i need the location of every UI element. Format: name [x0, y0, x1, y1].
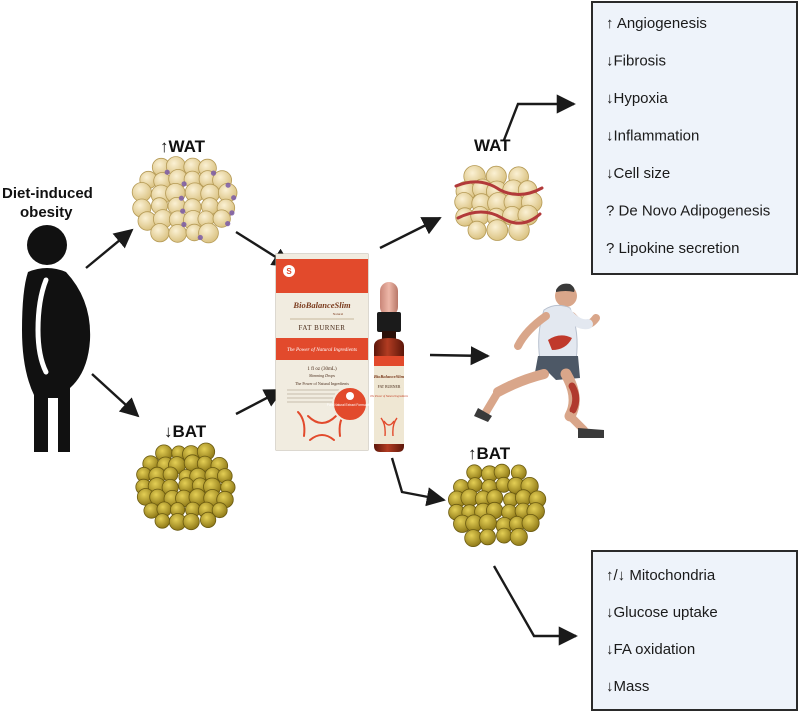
box-volume: 1 fl oz (30mL)	[307, 367, 337, 372]
person-label-line1: Diet-induced	[2, 185, 93, 202]
flow-arrows	[85, 94, 578, 646]
bottle-product-name: FAT BURNER	[378, 385, 401, 389]
arrow-bat-to-effects	[492, 565, 578, 646]
fat-burner-box: S BioBalanceSlim Natural FAT BURNER The …	[275, 253, 374, 451]
bottle-tagline: The Power of Natural Ingredients	[370, 395, 408, 398]
adipocyte-cell	[479, 528, 496, 546]
bat-effect-item: ↓FA oxidation	[606, 641, 695, 658]
arrow-person-to-bat	[91, 373, 140, 418]
wat-up-label: ↑WAT	[160, 137, 206, 156]
arrow-wat-to-effects	[502, 94, 576, 141]
arrow-product-to-runner	[429, 346, 490, 366]
runner-icon	[474, 283, 604, 438]
bat-effect-item: ↓Mass	[606, 678, 649, 695]
bat-up-label: ↑BAT	[468, 444, 511, 463]
box-brand: BioBalanceSlim	[292, 300, 351, 310]
person-label-line2: obesity	[20, 204, 73, 221]
dropper-bottle: BioBalanceSlim FAT BURNER The Power of N…	[370, 282, 408, 452]
bottle-brand: BioBalanceSlim	[373, 374, 405, 379]
svg-text:S: S	[286, 267, 292, 276]
dropper-bulb	[380, 282, 398, 316]
bat-down-label: ↓BAT	[164, 422, 207, 441]
adipocyte-cell	[211, 502, 228, 519]
immune-cell-dot	[225, 221, 231, 227]
wat-effect-item: ? De Novo Adipogenesis	[606, 203, 770, 220]
adipocyte-cell	[509, 527, 528, 546]
adipocyte-cell	[182, 513, 200, 531]
wat-effects-box: ↑ Angiogenesis ↓Fibrosis ↓Hypoxia ↓Inflamma…	[591, 1, 798, 275]
obese-person-icon	[22, 225, 91, 452]
dropper-cap	[377, 312, 401, 332]
adipocyte-cell	[496, 527, 512, 544]
blood-vessel	[454, 180, 544, 196]
immune-cell-dot	[197, 234, 203, 241]
arrow-person-to-wat	[85, 228, 134, 269]
immune-cell-dot	[210, 170, 217, 176]
wat-label: WAT	[474, 136, 511, 155]
arrow-bat-to-product	[235, 388, 284, 416]
wat-effect-item: ↓Cell size	[606, 165, 670, 182]
box-tagline-band	[276, 338, 368, 360]
white-adipose-cluster-obese	[131, 156, 238, 244]
immune-cell-dot	[180, 208, 186, 214]
box-badge	[332, 386, 368, 422]
brown-adipose-cluster-treated	[447, 463, 547, 547]
adipocyte-cell	[150, 223, 170, 243]
adipocyte-cell	[467, 220, 487, 240]
immune-cell-dot	[181, 221, 187, 228]
immune-cell-dot	[181, 181, 187, 187]
wat-effect-item: ? Lipokine secretion	[606, 240, 739, 257]
white-adipose-cluster-treated	[454, 165, 544, 241]
wat-effect-item: ↓Hypoxia	[606, 90, 668, 107]
arrow-product-to-wat	[379, 216, 442, 250]
immune-cell-dot	[225, 182, 231, 188]
adipocyte-cell	[486, 219, 509, 241]
box-logo-icon	[283, 265, 295, 277]
box-volume-sub: Slimming Drops	[309, 373, 335, 378]
arrow-product-to-bat	[390, 457, 446, 507]
bottle-body-icon	[380, 417, 398, 437]
box-product-name: FAT BURNER	[299, 324, 346, 332]
box-power-line: The Power of Natural Ingredients	[295, 381, 349, 386]
wat-effect-item: ↓Inflammation	[606, 128, 699, 145]
adipocyte-cell	[198, 222, 219, 244]
blood-vessel	[456, 210, 542, 225]
adipocyte-cell	[521, 514, 540, 533]
immune-cell-dot	[178, 195, 184, 201]
wat-effect-item: ↓Fibrosis	[606, 53, 666, 70]
box-tagline: The Power of Natural Ingredients	[287, 346, 357, 353]
immune-cell-dot	[164, 169, 170, 175]
bat-effect-item: ↓Glucose uptake	[606, 604, 718, 621]
box-brand-sub: Natural	[333, 312, 344, 316]
brown-adipose-cluster-obese	[135, 442, 236, 531]
adipocyte-cell	[154, 513, 171, 529]
immune-cell-dot	[229, 210, 235, 216]
bat-effects-box: ↑/↓ Mitochondria ↓Glucose uptake ↓FA oxida…	[591, 550, 798, 711]
immune-cell-dot	[231, 195, 237, 201]
adipocyte-cell	[168, 224, 187, 243]
wat-effect-item: ↑ Angiogenesis	[606, 15, 707, 32]
bat-effect-item: ↑/↓ Mitochondria	[606, 567, 716, 584]
adipocyte-cell	[508, 219, 530, 241]
adipocyte-cell	[200, 511, 217, 529]
adipocyte-cell	[464, 529, 483, 547]
box-badge-text: Pure Natural Extract Formulation	[327, 403, 374, 407]
